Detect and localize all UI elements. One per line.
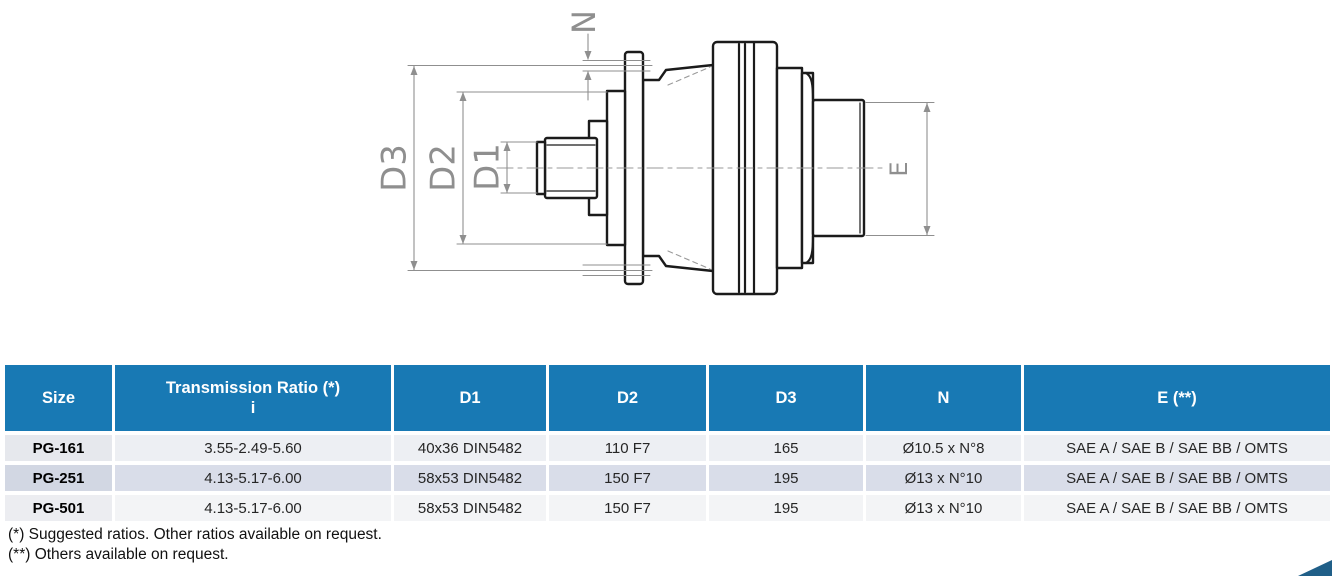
cell-d1: 58x53 DIN5482 <box>394 495 546 521</box>
technical-drawing: D3 D2 D1 N E <box>350 0 962 350</box>
cell-size: PG-161 <box>5 435 112 461</box>
col-header-d2: D2 <box>549 365 706 431</box>
col-header-ratio-line2: i <box>250 399 256 417</box>
cell-d3: 165 <box>709 435 863 461</box>
footnotes: (*) Suggested ratios. Other ratios avail… <box>8 525 382 565</box>
cell-n: Ø13 x N°10 <box>866 495 1021 521</box>
cell-d1: 58x53 DIN5482 <box>394 465 546 491</box>
cell-size: PG-251 <box>5 465 112 491</box>
col-header-n: N <box>866 365 1021 431</box>
dim-label-n: N <box>565 10 603 34</box>
cell-d1: 40x36 DIN5482 <box>394 435 546 461</box>
cell-d2: 150 F7 <box>549 495 706 521</box>
cell-ratio: 3.55-2.49-5.60 <box>115 435 391 461</box>
cell-e: SAE A / SAE B / SAE BB / OMTS <box>1024 435 1330 461</box>
cell-n: Ø10.5 x N°8 <box>866 435 1021 461</box>
dim-label-d1: D1 <box>468 143 508 191</box>
spigot-fillet <box>804 71 815 265</box>
dim-label-d3: D3 <box>375 144 415 192</box>
cell-d2: 150 F7 <box>549 465 706 491</box>
col-header-d1: D1 <box>394 365 546 431</box>
spec-table: Size Transmission Ratio (*) i D1 D2 D3 N… <box>5 365 1330 521</box>
cell-e: SAE A / SAE B / SAE BB / OMTS <box>1024 465 1330 491</box>
cell-d3: 195 <box>709 465 863 491</box>
page-corner-triangle <box>1298 560 1332 576</box>
footnote-ratios: (*) Suggested ratios. Other ratios avail… <box>8 526 382 543</box>
cell-ratio: 4.13-5.17-6.00 <box>115 495 391 521</box>
dim-label-d2: D2 <box>424 144 464 192</box>
col-header-size: Size <box>5 365 112 431</box>
cell-d2: 110 F7 <box>549 435 706 461</box>
cell-n: Ø13 x N°10 <box>866 465 1021 491</box>
col-header-d3: D3 <box>709 365 863 431</box>
cell-e: SAE A / SAE B / SAE BB / OMTS <box>1024 495 1330 521</box>
dim-label-e: E <box>885 161 913 176</box>
col-header-ratio-line1: Transmission Ratio (*) <box>165 379 341 397</box>
footnote-others: (**) Others available on request. <box>8 546 229 563</box>
dimension-arrowheads <box>410 51 931 270</box>
cell-size: PG-501 <box>5 495 112 521</box>
cell-d3: 195 <box>709 495 863 521</box>
hidden-line <box>667 66 711 270</box>
col-header-ratio: Transmission Ratio (*) i <box>115 365 391 431</box>
col-header-e: E (**) <box>1024 365 1330 431</box>
spline-minor-lines <box>546 144 596 192</box>
cell-ratio: 4.13-5.17-6.00 <box>115 465 391 491</box>
